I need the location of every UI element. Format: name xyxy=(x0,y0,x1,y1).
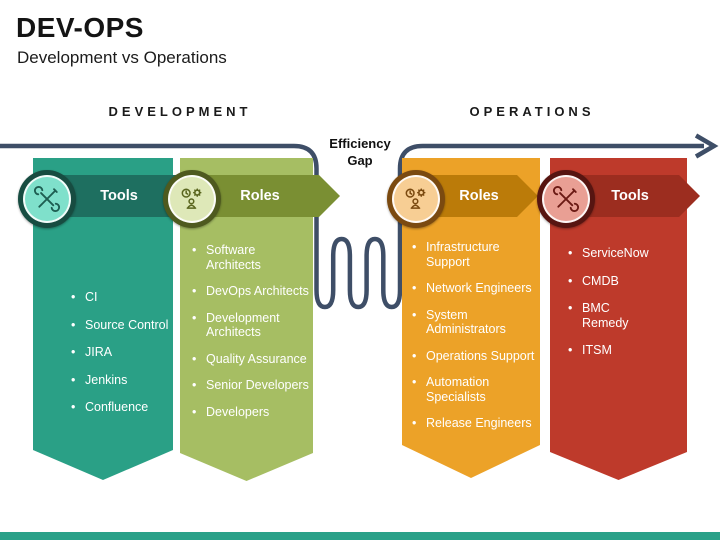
section-label-development: DEVELOPMENT xyxy=(108,104,252,119)
development-roles-list: •Software Architects •DevOps Architects … xyxy=(180,158,313,419)
list-item: •Development Architects xyxy=(192,310,280,339)
list-item: •Infrastructure Support xyxy=(412,240,500,269)
list-item: •CI xyxy=(71,290,98,304)
section-label-operations: OPERATIONS xyxy=(469,104,595,119)
footer-accent-bar xyxy=(0,532,720,540)
ribbon-label: Roles xyxy=(459,188,499,204)
bullet-icon: • xyxy=(412,307,417,322)
list-item: •Senior Developers xyxy=(192,378,309,392)
bullet-icon: • xyxy=(568,246,573,260)
list-item: •Source Control xyxy=(71,317,169,332)
operations-tools-list: •ServiceNow •CMDB •BMC Remedy •ITSM xyxy=(550,158,687,358)
list-item: •DevOps Architects xyxy=(192,284,309,298)
bullet-icon: • xyxy=(192,404,197,419)
ribbon-label: Tools xyxy=(611,188,649,204)
tools-icon xyxy=(553,186,579,212)
list-item: •Operations Support xyxy=(412,348,535,363)
bullet-icon: • xyxy=(412,416,417,430)
badge-development-tools xyxy=(18,170,76,228)
badge-operations-tools xyxy=(537,170,595,228)
ribbon-label: Roles xyxy=(240,188,280,204)
ribbon-label: Tools xyxy=(100,188,138,204)
roles-icon xyxy=(405,188,426,209)
bullet-icon: • xyxy=(568,343,573,357)
page-title: DEV-OPS xyxy=(16,12,144,43)
list-item: •Developers xyxy=(192,404,270,419)
bullet-icon: • xyxy=(192,284,197,298)
list-item: •CMDB xyxy=(568,273,619,288)
page-subtitle: Development vs Operations xyxy=(17,48,227,67)
bullet-icon: • xyxy=(71,400,76,414)
bullet-icon: • xyxy=(412,348,417,363)
bullet-icon: • xyxy=(412,375,417,389)
list-item: •Confluence xyxy=(71,400,149,414)
list-item: •ServiceNow xyxy=(568,246,649,260)
list-item: •ITSM xyxy=(568,343,612,357)
bullet-icon: • xyxy=(71,317,76,332)
badge-operations-roles xyxy=(387,170,445,228)
list-item: •Quality Assurance xyxy=(192,351,307,366)
badge-development-roles xyxy=(163,170,221,228)
bullet-icon: • xyxy=(568,301,573,315)
list-item: •Software Architects xyxy=(192,243,261,272)
list-item: •Network Engineers xyxy=(412,281,532,295)
bullet-icon: • xyxy=(192,378,197,392)
bullet-icon: • xyxy=(71,372,76,387)
bullet-icon: • xyxy=(568,273,573,288)
list-item: •Release Engineers xyxy=(412,416,532,430)
list-item: •JIRA xyxy=(71,345,113,359)
list-item: •Automation Specialists xyxy=(412,375,490,404)
bullet-icon: • xyxy=(71,345,76,359)
list-item: •Jenkins xyxy=(71,372,128,387)
bullet-icon: • xyxy=(192,243,197,257)
bullet-icon: • xyxy=(412,281,417,295)
bullet-icon: • xyxy=(192,351,197,366)
list-item: •System Administrators xyxy=(412,307,506,336)
arrow-head-icon xyxy=(694,133,719,159)
efficiency-gap-label: Efficiency Gap xyxy=(329,136,391,168)
operations-roles-list: •Infrastructure Support •Network Enginee… xyxy=(402,158,540,431)
roles-icon xyxy=(181,188,202,209)
bullet-icon: • xyxy=(71,290,76,304)
bullet-icon: • xyxy=(412,240,417,254)
bullet-icon: • xyxy=(192,310,197,325)
development-tools-list: •CI •Source Control •JIRA •Jenkins •Conf… xyxy=(33,158,173,415)
tools-icon xyxy=(34,186,60,212)
list-item: •BMC Remedy xyxy=(568,301,629,330)
